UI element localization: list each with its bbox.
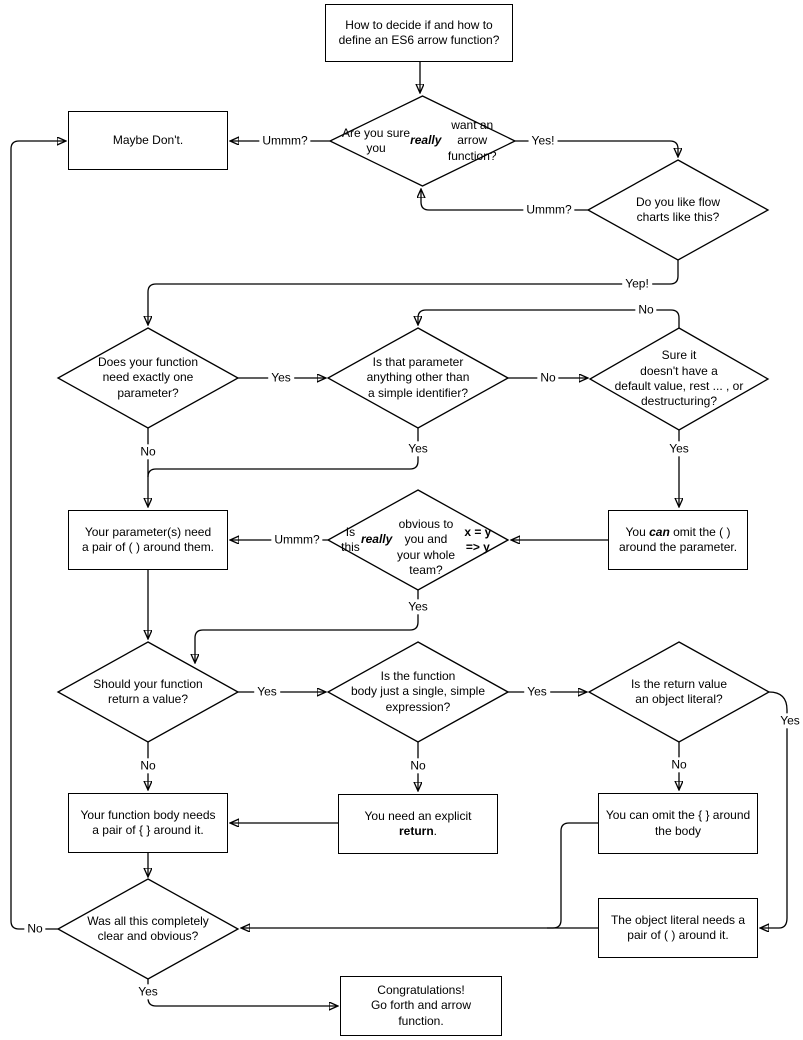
- decision-really-want-shape: [328, 95, 517, 187]
- edge-label-no-single-expr: No: [407, 758, 429, 774]
- decision-really-obvious-shape: [326, 489, 510, 591]
- edge-label-no-object-literal: No: [668, 757, 690, 773]
- edge-label-ummm-2: Ummm?: [523, 202, 575, 218]
- edge-label-yes-exactly-one: Yes: [268, 370, 294, 386]
- box-explicit-return-label: You need an explicit return.: [364, 808, 472, 838]
- edge-label-yes-object-literal: Yes: [777, 713, 803, 729]
- edge-label-yes-obvious: Yes: [405, 599, 431, 615]
- box-can-omit-parens: You can omit the ( )around the parameter…: [608, 510, 748, 570]
- decision-non-simple-identifier-shape: [326, 327, 510, 429]
- edge-object-literal-yes-to-object-literal-parens: [761, 691, 788, 928]
- edge-label-ummm-3: Ummm?: [271, 532, 323, 548]
- edge-omit-braces-to-clear-obvious: [547, 822, 598, 929]
- edge-label-yes-return-value: Yes: [254, 684, 280, 700]
- edge-clear-obvious-yes-to-congrats: [147, 979, 337, 1006]
- edge-label-yes-single-expr: Yes: [524, 684, 550, 700]
- box-maybe-dont: Maybe Don't.: [68, 111, 228, 170]
- edge-like-flowcharts-yep-to-exactly-one-param: [148, 260, 679, 324]
- decision-clear-obvious-shape: [56, 878, 240, 980]
- box-congratulations: Congratulations!Go forth and arrow funct…: [340, 976, 502, 1036]
- edge-label-no-exactly-one: No: [137, 444, 159, 460]
- edge-label-yes-1: Yes!: [528, 133, 558, 149]
- edge-non-simple-identifier-yes-to-params-need-parens: [147, 428, 419, 478]
- edge-label-ummm-1: Ummm?: [259, 133, 311, 149]
- decision-no-default-rest-destructuring-shape: [588, 327, 770, 431]
- edge-no-default-no-to-non-simple-identifier: [418, 309, 680, 328]
- edge-really-want-yes-to-like-flowcharts: [515, 140, 678, 156]
- decision-single-expression-shape: [326, 641, 510, 743]
- box-maybe-dont-label: Maybe Don't.: [112, 132, 184, 147]
- decision-exactly-one-param-shape: [56, 327, 240, 429]
- edge-like-flowcharts-ummm-to-really-want: [421, 190, 588, 211]
- edge-label-no-return-value: No: [137, 758, 159, 774]
- box-explicit-return: You need an explicit return.: [338, 794, 498, 854]
- edge-label-yes-identifier: Yes: [405, 441, 431, 457]
- edge-label-yes-clear: Yes: [135, 984, 161, 1000]
- box-congratulations-label: Congratulations!Go forth and arrow funct…: [370, 982, 472, 1028]
- edge-label-no-clear: No: [24, 921, 46, 937]
- edge-really-obvious-yes-to-return-value: [195, 590, 419, 662]
- edge-label-no-loop: No: [635, 302, 657, 318]
- decision-object-literal-shape: [587, 641, 771, 743]
- decision-like-flowcharts-shape: [586, 159, 770, 261]
- box-can-omit-parens-label: You can omit the ( )around the parameter…: [618, 524, 738, 554]
- edge-label-no-identifier: No: [537, 370, 559, 386]
- decision-return-value-shape: [56, 641, 240, 743]
- edge-clear-obvious-no-to-maybe-dont: [10, 141, 65, 930]
- edge-label-yep: Yep!: [622, 276, 652, 292]
- edge-label-yes-no-default: Yes: [666, 441, 692, 457]
